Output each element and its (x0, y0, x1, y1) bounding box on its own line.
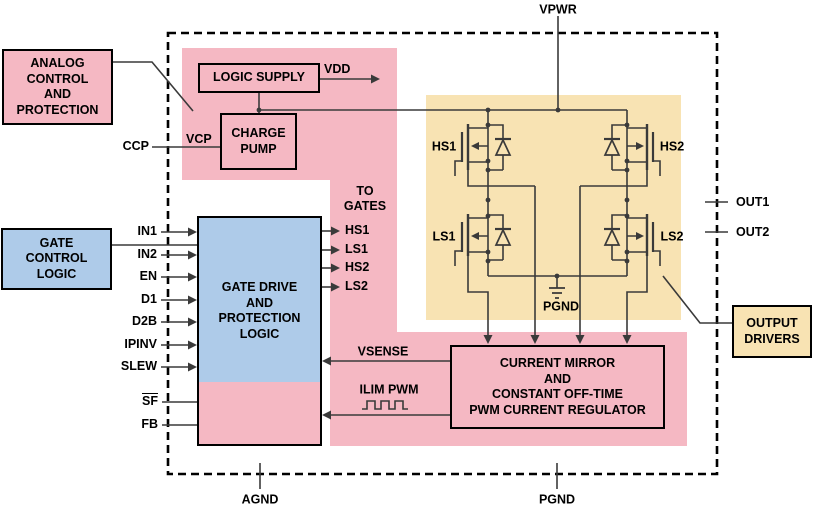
fet-ls2-label: LS2 (660, 229, 684, 244)
slew-pin-label: SLEW (120, 359, 157, 373)
en-pin-label: EN (139, 269, 157, 283)
out1-sense-wire (467, 170, 536, 336)
body-diode-ls2 (611, 214, 627, 261)
junction-dots (256, 107, 630, 279)
gate-drive-block: GATE DRIVE AND PROTECTION LOGIC (197, 216, 322, 446)
ls2-sense-wire (626, 256, 648, 336)
ilim-pulse-waveform-icon (362, 400, 408, 410)
fet-hs1-label: HS1 (431, 139, 457, 154)
pgnd-pin-label: PGND (538, 492, 576, 507)
ls1-body-arrow (471, 232, 479, 240)
d2b-pin-label: D2B (131, 314, 157, 328)
gate-ls1-label: LS1 (345, 242, 368, 256)
mosfet-ls1 (454, 214, 512, 266)
analog-control-label: ANALOG CONTROL AND PROTECTION (16, 56, 99, 117)
vpwr-pin-label: VPWR (539, 2, 577, 17)
ipinv-pin-label: IPINV (124, 337, 157, 351)
charge-pump-block: CHARGE PUMP (220, 113, 297, 170)
fb-pin-label: FB (141, 417, 158, 431)
ccp-pin-label: CCP (122, 139, 149, 153)
vsense-net-label: VSENSE (357, 344, 409, 359)
out2-pin-label: OUT2 (736, 225, 770, 239)
mosfet-hs2 (603, 124, 661, 176)
mosfet-ls2 (603, 214, 661, 266)
output-drivers-block: OUTPUT DRIVERS (732, 305, 812, 358)
gate-drive-analog-section (199, 382, 320, 444)
analog-control-block: ANALOG CONTROL AND PROTECTION (2, 49, 113, 125)
arrowheads (188, 74, 632, 420)
analog-control-link (113, 61, 194, 112)
ls2-body-arrow (636, 232, 644, 240)
body-diode-hs1 (488, 124, 504, 171)
ground-symbol-icon (549, 287, 565, 299)
body-diode-ls1 (488, 214, 504, 261)
gate-drive-logic-section (199, 218, 320, 382)
output-drivers-link (662, 275, 732, 324)
current-regulator-block: CURRENT MIRROR AND CONSTANT OFF-TIME PWM… (450, 345, 665, 429)
out2-sense-wire (579, 170, 648, 336)
analog-domain-region-strip (330, 178, 397, 334)
gate-hs1-label: HS1 (345, 223, 370, 237)
gate-control-label: GATE CONTROL LOGIC (25, 235, 88, 281)
pgnd-internal-label: PGND (542, 299, 580, 314)
wires (112, 16, 732, 489)
logic-supply-label: LOGIC SUPPLY (213, 70, 305, 85)
mosfet-hs1 (454, 124, 512, 176)
ls1-sense-wire (467, 256, 489, 336)
out1-pin-label: OUT1 (736, 195, 770, 209)
body-diode-hs2 (611, 124, 627, 171)
gate-hs2-label: HS2 (345, 260, 370, 274)
d1-pin-label: D1 (141, 292, 157, 306)
gate-ls2-label: LS2 (345, 279, 368, 293)
logic-supply-block: LOGIC SUPPLY (198, 63, 320, 93)
fet-hs2-label: HS2 (659, 139, 685, 154)
vdd-pin-label: VDD (324, 62, 351, 76)
gate-drive-label: GATE DRIVE AND PROTECTION LOGIC (218, 280, 301, 341)
fet-ls1-label: LS1 (432, 229, 456, 244)
sf-pin-label: SF (0, 394, 158, 409)
charge-pump-label: CHARGE PUMP (231, 126, 286, 156)
in1-pin-label: IN1 (137, 224, 157, 238)
sf-overline-text: SF (142, 394, 158, 408)
current-regulator-label: CURRENT MIRROR AND CONSTANT OFF-TIME PWM… (469, 356, 646, 417)
ilim-pwm-net-label: ILIM PWM (359, 382, 419, 397)
to-gates-label: TO GATES (343, 184, 387, 213)
vcp-net-label: VCP (186, 132, 212, 146)
hs2-body-arrow (636, 142, 644, 150)
in2-pin-label: IN2 (137, 247, 157, 261)
gate-control-block: GATE CONTROL LOGIC (1, 228, 112, 290)
chip-boundary (166, 31, 719, 476)
hs1-body-arrow (471, 142, 479, 150)
output-drivers-label: OUTPUT DRIVERS (744, 316, 800, 346)
agnd-pin-label: AGND (241, 492, 279, 507)
